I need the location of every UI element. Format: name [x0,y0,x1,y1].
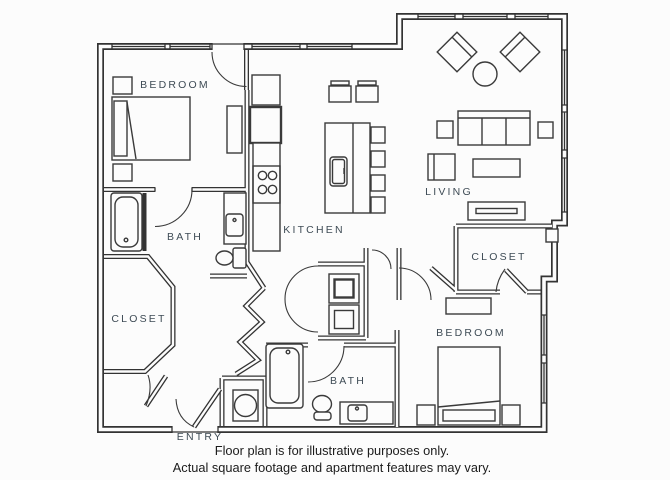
burner [267,170,278,181]
bath2-tub-drain [285,349,291,355]
burner [257,170,268,181]
doors [146,50,527,427]
side-table [537,121,554,139]
kitchen-upper-cabinet [251,74,281,106]
bedroom2-dresser [445,297,492,315]
kitchen-fixtures [248,74,386,252]
bar-stool [370,126,386,144]
windows [111,13,568,404]
disclaimer-line-2: Actual square footage and apartment feat… [172,459,492,475]
room-label-closet-2: CLOSET [471,251,527,263]
bedroom2-footboard [442,409,496,422]
bedroom1-bed [111,96,191,161]
bath1-toilet-bowl [215,250,234,266]
bath1-sink-drain [232,217,237,223]
bath1-sink [225,213,244,237]
entry-closet-appliance-drum [233,393,258,418]
bath2-tub-basin [269,347,300,404]
bedroom1-furniture [111,76,243,182]
living-round-table [472,61,498,87]
door-swing-arcs [145,51,506,428]
tv [475,207,518,215]
room-label-living: LIVING [425,186,473,198]
bedroom2-nightstand-right [501,404,521,426]
sofa-cushion-lines [458,117,530,145]
bath2-fixtures [265,343,394,425]
bedroom1-headboard [113,100,128,157]
coffee-table [472,158,521,178]
bath2-toilet-bowl [311,394,333,414]
bath2-tub [265,343,304,409]
room-label-closet-1: CLOSET [111,313,167,325]
laundry-closet-fixtures [328,273,360,335]
room-label-entry: ENTRY [176,431,224,443]
bath1-fixtures [110,192,247,269]
sofa [457,110,531,146]
bar-stool [328,85,352,103]
stove [252,165,281,204]
bar-stool [370,196,386,214]
bath1-toilet-tank [232,247,247,269]
side-table [436,120,454,139]
living-armchair [427,153,456,181]
bar-stool [355,85,379,103]
room-label-kitchen: KITCHEN [283,224,345,236]
bedroom2-furniture [416,297,521,426]
bath2-toilet-base [313,411,332,421]
room-label-bedroom-1: BEDROOM [140,79,210,91]
bar-stool [330,80,350,86]
room-label-bedroom-2: BEDROOM [436,327,506,339]
bath1-wall-fill [142,193,147,251]
chair-back-line [504,36,526,58]
bath2-sink [347,404,368,422]
bar-stool [370,150,386,168]
tv-console [467,201,526,221]
chair-back-line [451,36,473,58]
kitchen-counter [252,142,281,252]
bath2-sink-drain [354,406,360,411]
living-accent-chair [436,31,478,73]
refrigerator [248,105,283,145]
disclaimer-text: Floor plan is for illustrative purposes … [0,443,664,476]
disclaimer-line-1: Floor plan is for illustrative purposes … [214,443,450,458]
burner [257,184,268,195]
living-furniture [427,31,554,221]
structural-column [545,228,559,243]
island-sink [329,156,348,187]
bedroom1-bed-fold-line [126,101,137,160]
bar-stool [370,174,386,192]
bath1-tub-drain [123,237,129,243]
bedroom2-nightstand-left [416,404,436,426]
room-label-bath-2: BATH [329,375,367,387]
bar-stool [357,80,377,86]
living-accent-chair [499,31,541,73]
dryer-door [333,309,355,330]
bath1-tub [110,192,143,252]
burner [267,184,278,195]
washer-door [333,278,355,299]
bedroom2-bed [437,346,501,426]
entry-fixtures [232,228,559,422]
room-label-bath-1: BATH [166,231,204,243]
bath1-tub-basin [114,196,139,248]
bedroom1-nightstand-top [112,76,133,95]
bedroom1-nightstand-bottom [112,163,133,182]
dryer [328,304,360,335]
bedroom1-dresser [226,105,243,154]
bedroom2-bed-fold-line [437,400,501,408]
